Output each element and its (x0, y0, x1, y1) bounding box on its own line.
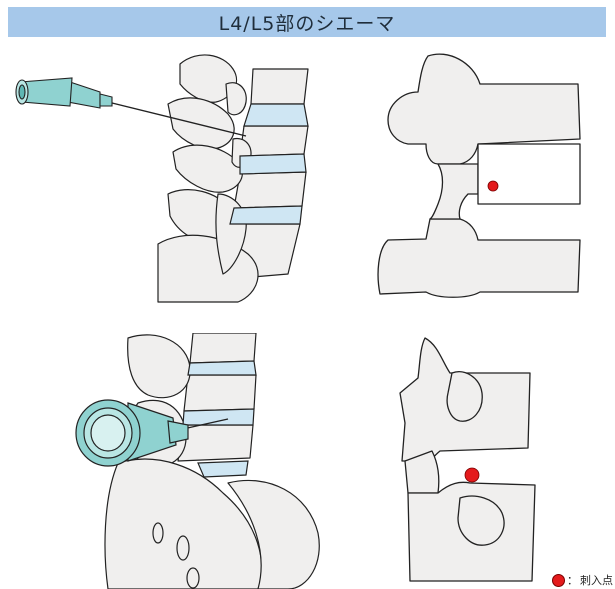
posterior-schematic-bottom (390, 333, 550, 589)
lower-vertebra (378, 219, 580, 297)
vertebral-body-lower (178, 425, 253, 461)
posterior-vertebra-diagram-bottom (390, 333, 550, 589)
puncture-point-legend-icon (552, 574, 565, 587)
disc-lower (183, 409, 254, 425)
legend-separator: ： (567, 572, 578, 588)
disc-l4-l5 (240, 154, 306, 174)
puncture-point-top (488, 181, 498, 191)
oblique-spine-view (8, 333, 328, 589)
title-bar: L4/L5部のシエーマ (8, 7, 606, 37)
posterior-schematic-top (368, 44, 608, 306)
disc-l5-s1 (230, 206, 302, 224)
posterior-vertebra-diagram-top (368, 44, 608, 306)
vertebral-body-upper (190, 333, 256, 363)
sacrum (105, 459, 262, 589)
diagram-title: L4/L5部のシエーマ (219, 9, 396, 36)
legend-label: 刺入点 (580, 572, 613, 588)
oblique-spine-illustration (8, 333, 328, 589)
lateral-spine-view (8, 44, 328, 306)
vertebral-body-middle (184, 375, 256, 411)
legend: ： 刺入点 (552, 572, 613, 588)
disc-upper (188, 361, 256, 375)
lateral-spine-illustration (8, 44, 328, 306)
disc-l3-l4 (244, 104, 308, 126)
puncture-point-bottom (465, 468, 479, 482)
vertebral-body-l5 (234, 172, 306, 208)
vertebral-body-l3 (251, 69, 308, 104)
